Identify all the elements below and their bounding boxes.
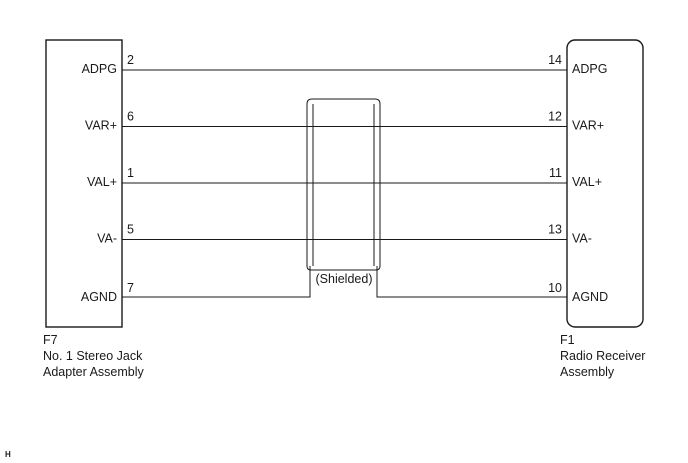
shield-label: (Shielded) — [316, 272, 373, 286]
right-pin-number: 10 — [548, 281, 562, 295]
left-pin-number: 7 — [127, 281, 134, 295]
left-pin-number: 6 — [127, 110, 134, 124]
left-connector-code: F7 — [43, 333, 58, 347]
left-connector-name-line2: Adapter Assembly — [43, 365, 144, 379]
left-pin-number: 2 — [127, 53, 134, 67]
right-pin-number: 12 — [548, 110, 562, 124]
right-pin-number: 13 — [548, 223, 562, 237]
shield-tube — [306, 98, 381, 271]
left-signal-label: VAR+ — [85, 119, 117, 133]
left-signal-label: VAL+ — [87, 175, 117, 189]
right-signal-label: ADPG — [572, 62, 607, 76]
right-signal-label: VAR+ — [572, 119, 604, 133]
right-connector-name-line2: Assembly — [560, 365, 615, 379]
right-connector-name-line1: Radio Receiver — [560, 349, 646, 363]
wire-left-segment — [122, 266, 311, 298]
right-pin-number: 14 — [548, 53, 562, 67]
left-signal-label: AGND — [81, 290, 117, 304]
right-connector-code: F1 — [560, 333, 575, 347]
left-signal-label: ADPG — [82, 62, 117, 76]
footer-mark: H — [5, 450, 11, 459]
left-pin-number: 5 — [127, 223, 134, 237]
right-signal-label: VAL+ — [572, 175, 602, 189]
left-connector-box — [45, 39, 123, 328]
right-signal-label: VA- — [572, 232, 592, 246]
right-connector-caption: F1 Radio Receiver Assembly — [560, 332, 645, 380]
right-signal-label: AGND — [572, 290, 608, 304]
wire-right-segment — [376, 266, 567, 298]
left-pin-number: 1 — [127, 166, 134, 180]
left-connector-caption: F7 No. 1 Stereo Jack Adapter Assembly — [43, 332, 144, 380]
right-pin-number: 11 — [549, 166, 562, 180]
left-connector-name-line1: No. 1 Stereo Jack — [43, 349, 143, 363]
left-signal-label: VA- — [97, 232, 117, 246]
